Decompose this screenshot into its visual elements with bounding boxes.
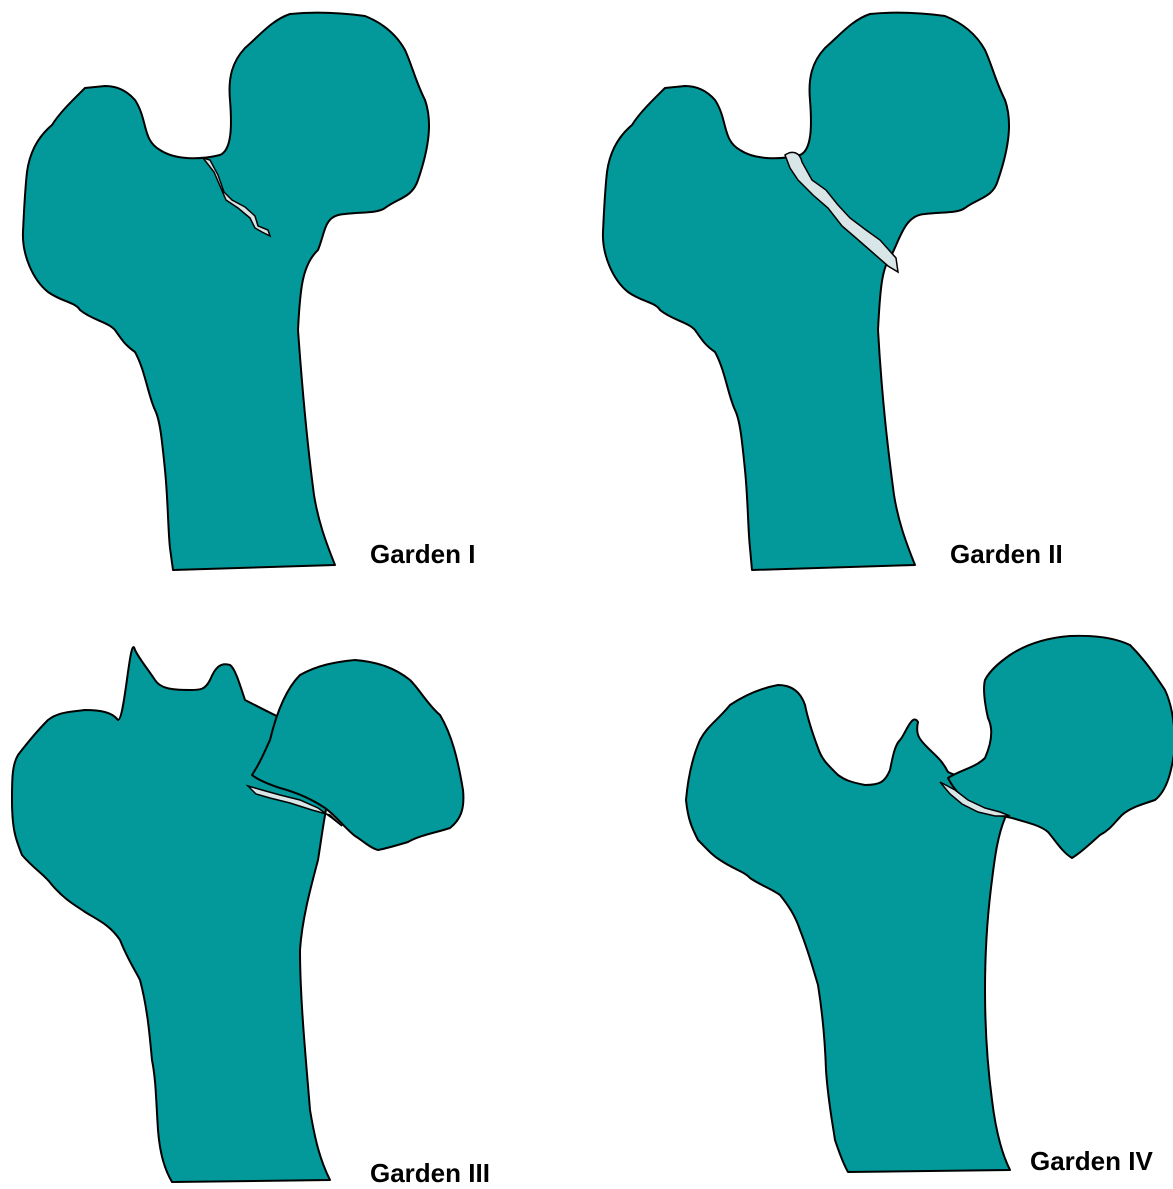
femur-garden-1 (23, 13, 429, 570)
panel-garden-3 (12, 647, 463, 1182)
label-garden-2: Garden II (950, 539, 1063, 569)
panel-garden-2 (603, 13, 1009, 570)
panel-garden-4 (686, 636, 1173, 1172)
femur-garden-4 (686, 685, 1010, 1172)
label-garden-4: Garden IV (1030, 1146, 1153, 1176)
label-garden-3: Garden III (370, 1158, 490, 1188)
femur-garden-2 (603, 13, 1009, 570)
label-garden-1: Garden I (370, 539, 475, 569)
panel-garden-1 (23, 13, 429, 570)
